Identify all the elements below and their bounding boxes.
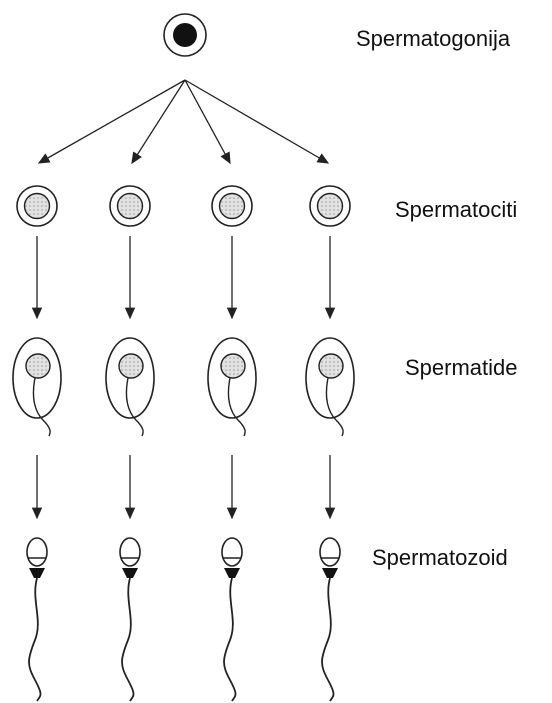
- spermatozoon-cell: [222, 538, 242, 701]
- arrow-spermatogonium-to-spermatocyte: [185, 80, 328, 163]
- spermatocyte-cell: [110, 186, 150, 226]
- cells-layer: [13, 14, 354, 701]
- spermatocyte-cell: [212, 186, 252, 226]
- spermatid-cell: [306, 338, 354, 436]
- spermatozoon-cell: [27, 538, 47, 701]
- spermatocyte-cell: [310, 186, 350, 226]
- spermatid-cell: [106, 338, 154, 436]
- arrow-spermatogonium-to-spermatocyte: [132, 80, 185, 163]
- spermatid-cell: [208, 338, 256, 436]
- spermatozoon-cell: [320, 538, 340, 701]
- spermatocyte-cell: [17, 186, 57, 226]
- label-spermatocytes: Spermatociti: [395, 197, 517, 223]
- label-spermatogonia: Spermatogonija: [356, 26, 510, 52]
- arrow-spermatogonium-to-spermatocyte: [39, 80, 185, 163]
- spermatogonium-cell: [164, 14, 206, 56]
- spermatozoon-cell: [120, 538, 140, 701]
- label-spermatozoa: Spermatozoid: [372, 545, 508, 571]
- spermatid-cell: [13, 338, 61, 436]
- label-spermatids: Spermatide: [405, 355, 518, 381]
